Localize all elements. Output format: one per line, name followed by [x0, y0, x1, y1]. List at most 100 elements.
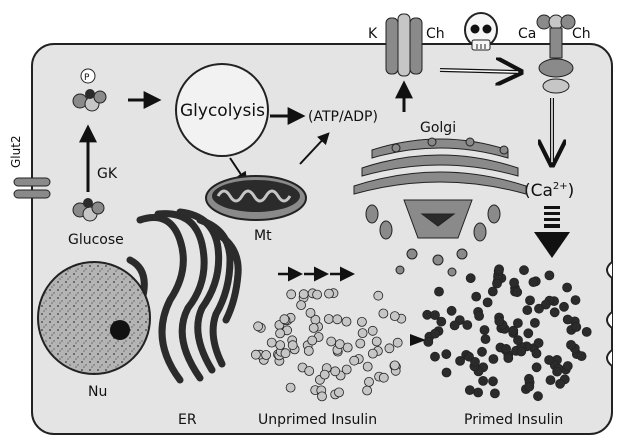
primed-insulin-label: Primed Insulin — [464, 412, 563, 428]
er-icon — [126, 208, 242, 384]
insulin-granule-icon — [341, 364, 352, 375]
insulin-granule-icon — [286, 289, 297, 300]
glucose-label: Glucose — [68, 232, 124, 248]
insulin-granule-icon — [303, 345, 314, 356]
phosphate-label: P — [84, 73, 90, 83]
ca-channel-ch-label: Ch — [572, 26, 591, 42]
insulin-granule-icon — [334, 387, 344, 398]
insulin-granule-icon — [555, 378, 565, 389]
insulin-granule-icon — [562, 361, 573, 371]
insulin-granule-icon — [474, 311, 485, 321]
skull-icon — [464, 12, 498, 51]
insulin-granule-icon — [492, 278, 502, 289]
insulin-granule-icon — [464, 385, 475, 396]
insulin-granule-icon — [296, 300, 307, 311]
insulin-granule-icon — [576, 351, 587, 362]
unprimed-insulin-label: Unprimed Insulin — [258, 412, 377, 428]
insulin-granule-icon — [516, 346, 527, 357]
insulin-granule-icon — [534, 303, 544, 314]
insulin-granule-icon — [479, 325, 490, 335]
insulin-granule-icon — [545, 375, 556, 386]
insulin-granule-icon — [501, 343, 512, 354]
insulin-granule-icon — [330, 366, 341, 377]
insulin-granule-icon — [477, 346, 487, 357]
insulin-granule-icon — [280, 348, 291, 359]
insulin-granule-icon — [562, 314, 573, 325]
calcium-sup: 2+ — [553, 181, 568, 192]
atp-adp-label: (ATP/ADP) — [308, 109, 378, 125]
insulin-granule-icon — [367, 348, 378, 359]
insulin-granule-icon — [378, 308, 389, 319]
unprimed-insulin-granules — [250, 288, 407, 402]
insulin-granule-icon — [544, 270, 555, 281]
insulin-granule-icon — [533, 338, 544, 348]
insulin-granule-icon — [523, 328, 534, 339]
insulin-granule-icon — [275, 328, 286, 339]
insulin-granule-icon — [308, 323, 319, 333]
insulin-granule-icon — [341, 316, 352, 327]
insulin-granule-icon — [470, 356, 480, 367]
insulin-granule-icon — [362, 361, 373, 372]
insulin-granule-icon — [473, 387, 484, 398]
insulin-granule-icon — [571, 322, 582, 332]
insulin-granule-icon — [566, 339, 576, 350]
insulin-granule-icon — [552, 366, 562, 377]
insulin-granule-icon — [434, 286, 444, 297]
insulin-granule-icon — [287, 340, 298, 351]
insulin-granule-icon — [436, 316, 447, 327]
insulin-granule-icon — [487, 286, 498, 297]
insulin-granule-icon — [489, 388, 500, 399]
insulin-granule-icon — [524, 381, 535, 392]
insulin-granule-icon — [522, 305, 533, 316]
insulin-granule-icon — [371, 336, 382, 347]
insulin-granule-icon — [441, 367, 452, 378]
insulin-granule-icon — [441, 349, 452, 360]
insulin-granule-icon — [488, 376, 498, 387]
insulin-granule-icon — [519, 265, 529, 276]
insulin-granule-icon — [367, 325, 378, 336]
mt-to-atp-arrow-icon — [299, 132, 330, 165]
insulin-granule-icon — [530, 317, 540, 328]
insulin-granule-icon — [253, 321, 264, 332]
calcium-base: (Ca — [524, 181, 553, 201]
ca-channel-ca-label: Ca — [518, 26, 536, 42]
insulin-granule-icon — [494, 316, 505, 327]
insulin-granule-icon — [531, 348, 542, 359]
k-channel-ch-label: Ch — [426, 26, 445, 42]
insulin-granule-icon — [478, 375, 489, 386]
insulin-granule-icon — [446, 305, 457, 316]
insulin-granule-icon — [389, 360, 400, 371]
insulin-granule-icon — [471, 291, 482, 302]
insulin-granule-icon — [503, 353, 514, 364]
insulin-granule-icon — [488, 354, 499, 364]
priming-arrow-icon — [410, 334, 426, 346]
insulin-granule-icon — [304, 366, 315, 376]
insulin-granule-icon — [279, 314, 290, 325]
insulin-granule-icon — [378, 372, 389, 383]
insulin-granule-icon — [362, 385, 373, 396]
insulin-granule-icon — [275, 340, 286, 351]
insulin-granule-icon — [323, 314, 334, 324]
glycolysis-label: Glycolysis — [180, 101, 265, 121]
insulin-granule-icon — [332, 314, 343, 325]
glut2-label: Glut2 — [9, 135, 23, 168]
insulin-granule-icon — [549, 307, 560, 318]
golgi-icon — [353, 137, 527, 277]
insulin-granule-icon — [373, 290, 384, 301]
insulin-granule-icon — [509, 277, 519, 288]
primed-insulin-granules — [422, 264, 592, 402]
calcium-trigger-arrow-icon — [534, 206, 570, 258]
insulin-granule-icon — [480, 334, 491, 345]
insulin-granule-icon — [298, 289, 309, 300]
insulin-granule-icon — [455, 355, 466, 366]
insulin-granule-icon — [513, 318, 523, 329]
insulin-granule-icon — [250, 349, 261, 360]
insulin-granule-icon — [482, 297, 493, 308]
insulin-granule-icon — [356, 316, 367, 327]
ca-channel-icon — [536, 14, 576, 94]
insulin-granule-icon — [462, 320, 473, 330]
insulin-granule-icon — [570, 295, 581, 306]
insulin-granule-icon — [528, 277, 539, 288]
insulin-granule-icon — [392, 337, 403, 348]
